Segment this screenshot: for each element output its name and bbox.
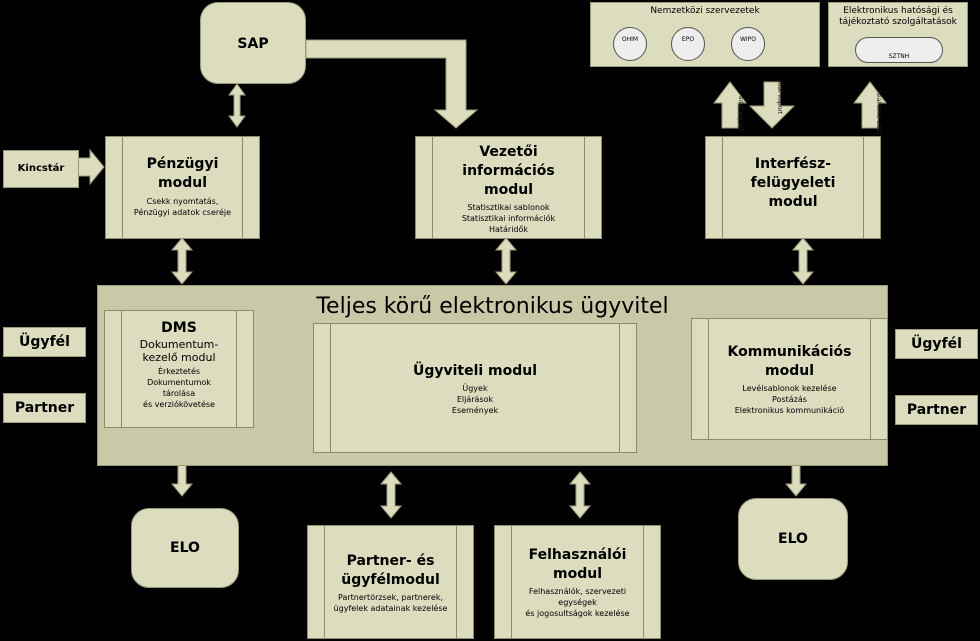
left-ugyfel-box: Ügyfél xyxy=(3,327,86,357)
sztnh-label: SZTNH xyxy=(888,53,910,60)
epo-label: EPO xyxy=(681,36,695,43)
partner-ugyfel-modul: Partner- és ügyfélmodul Partnertörzsek, … xyxy=(307,525,474,639)
right-ugyfel-label: Ügyfél xyxy=(911,336,962,352)
dms-title: DMS xyxy=(161,320,197,336)
partner-modul-title: Partner- és ügyfélmodul xyxy=(341,553,440,588)
elo-left-box: ELO xyxy=(131,508,239,588)
interfesz-title: Interfész- felügyeleti modul xyxy=(750,156,836,210)
kommunikacios-modul: Kommunikációs modul Levélsablonok kezelé… xyxy=(691,318,888,440)
arrow-interfesz-central xyxy=(791,237,815,285)
felhasznaloi-desc: Felhasználók, szervezeti egységek és jog… xyxy=(525,587,630,618)
arrow-import xyxy=(748,81,796,129)
vezetoi-desc: Statisztikai sablonok Statisztikai infor… xyxy=(461,203,556,234)
ugyviteli-modul: Ügyviteli modul Ügyek Eljárások Eseménye… xyxy=(313,323,637,453)
elo-left-label: ELO xyxy=(170,540,200,556)
vezetoi-modul: Vezetői információs modul Statisztikai s… xyxy=(415,136,602,239)
elektronikus-title: Elektronikus hatósági és tájékoztató szo… xyxy=(839,6,957,27)
arrow-vezetoi-central xyxy=(494,237,518,285)
sap-box: SAP xyxy=(200,2,306,84)
kommunikacios-desc: Levélsablonok kezelése Postázás Elektron… xyxy=(734,384,845,415)
arrow-central-partner xyxy=(379,471,403,519)
dms-modul: DMS Dokumentum- kezelő modul Érkeztetés … xyxy=(104,310,254,428)
right-partner-box: Partner xyxy=(895,395,978,425)
nemzetkozi-title: Nemzetközi szervezetek xyxy=(650,6,760,16)
kincstar-label: Kincstár xyxy=(17,163,65,174)
wipo-label: WIPO xyxy=(739,36,757,43)
elo-right-box: ELO xyxy=(738,498,848,580)
left-partner-label: Partner xyxy=(14,400,75,416)
ugyviteli-title: Ügyviteli modul xyxy=(412,363,538,379)
arrow-export xyxy=(712,81,748,129)
import-label: adat import xyxy=(776,79,783,115)
export-label: adat export xyxy=(737,96,744,131)
elo-right-label: ELO xyxy=(778,531,808,547)
left-partner-box: Partner xyxy=(3,393,86,423)
left-ugyfel-label: Ügyfél xyxy=(19,334,70,350)
right-partner-label: Partner xyxy=(906,402,967,418)
arrow-sap-vezetoi xyxy=(305,39,479,129)
sztnh-logo: SZTNH xyxy=(855,37,943,63)
nemzetkozi-box: Nemzetközi szervezetek OHIM EPO WIPO xyxy=(590,2,820,67)
kommunikacios-title: Kommunikációs modul xyxy=(727,344,852,379)
felhasznaloi-title: Felhasználói modul xyxy=(528,547,627,582)
ohim-label: OHIM xyxy=(621,36,639,43)
felhasznaloi-modul: Felhasználói modul Felhasználók, szervez… xyxy=(494,525,661,639)
elektronikus-box: Elektronikus hatósági és tájékoztató szo… xyxy=(828,2,968,67)
realtime-label: Real-time adat xyxy=(875,90,882,135)
arrow-realtime xyxy=(852,81,888,129)
ugyviteli-desc: Ügyek Eljárások Események xyxy=(451,384,499,415)
vezetoi-title: Vezetői információs modul xyxy=(462,144,555,198)
central-title: Teljes körű elektronikus ügyvitel xyxy=(316,294,669,319)
arrow-central-felhasznaloi xyxy=(568,471,592,519)
dms-subtitle: Dokumentum- kezelő modul xyxy=(139,338,219,364)
ohim-logo: OHIM xyxy=(613,27,647,61)
interfesz-modul: Interfész- felügyeleti modul xyxy=(705,136,881,239)
right-ugyfel-box: Ügyfél xyxy=(895,329,978,359)
penzugyi-desc: Csekk nyomtatás, Pénzügyi adatok cseréje xyxy=(133,197,232,217)
penzugyi-title: Pénzügyi modul xyxy=(146,156,219,191)
partner-modul-desc: Partnertörzsek, partnerek, ügyfelek adat… xyxy=(333,593,448,613)
sap-label: SAP xyxy=(237,36,269,52)
arrow-kincstar-penzugyi xyxy=(77,148,105,186)
wipo-logo: WIPO xyxy=(731,27,765,61)
kincstar-box: Kincstár xyxy=(3,150,79,188)
arrow-penzugyi-central xyxy=(170,237,194,285)
penzugyi-modul: Pénzügyi modul Csekk nyomtatás, Pénzügyi… xyxy=(105,136,260,239)
dms-desc: Érkeztetés Dokumentumok tárolása és verz… xyxy=(143,367,215,409)
arrow-sap-penzugyi xyxy=(228,83,246,128)
epo-logo: EPO xyxy=(671,27,705,61)
